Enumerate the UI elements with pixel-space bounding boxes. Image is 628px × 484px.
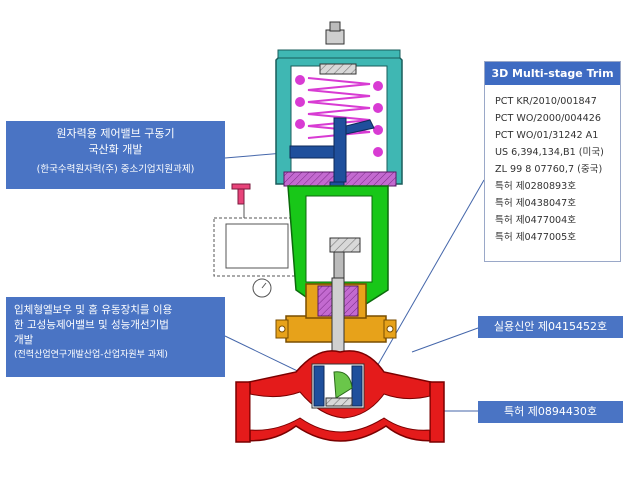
- callout-actuator-line3: (한국수력원자력(주) 중소기업지원과제): [36, 164, 195, 175]
- callout-bellows-line1: 입체형엘보우 및 홈 유동장치를 이용: [14, 304, 173, 316]
- eye-bolt: [325, 21, 345, 45]
- trim-patent-item: PCT WO/01/31242 A1: [495, 130, 599, 141]
- trim-patent-list: PCT KR/2010/001847 PCT WO/2000/004426 PC…: [485, 85, 620, 246]
- callout-bellows-line3: 개발: [14, 334, 34, 346]
- positioner: [213, 183, 299, 298]
- callout-bellows-line4: (전력산업연구개발산업-산업자원부 과제): [14, 350, 168, 360]
- trim-patent-item: US 6,394,134,B1 (미국): [495, 147, 604, 158]
- callout-bellows-line2: 한 고성능제어밸브 및 성능개선기법: [14, 319, 169, 331]
- callout-actuator-line1: 원자력용 제어밸브 구동기: [56, 127, 175, 140]
- callout-patent: 특허 제0894430호: [478, 401, 623, 423]
- trim-patent-item: PCT KR/2010/001847: [495, 96, 597, 107]
- trim-patent-box: 3D Multi-stage Trim PCT KR/2010/001847 P…: [484, 61, 621, 262]
- multi-stage-trim: [311, 363, 365, 409]
- trim-patent-item: 특허 제0280893호: [495, 181, 577, 192]
- trim-patent-item: 특허 제0438047호: [495, 198, 577, 209]
- callout-utility-model: 실용신안 제0415452호: [478, 316, 623, 338]
- callout-actuator-line2: 국산화 개발: [88, 143, 143, 156]
- trim-patent-item: PCT WO/2000/004426: [495, 113, 601, 124]
- trim-patent-item: 특허 제0477004호: [495, 215, 577, 226]
- trim-patent-item: 특허 제0477005호: [495, 232, 577, 243]
- callout-bellows-development: 입체형엘보우 및 홈 유동장치를 이용 한 고성능제어밸브 및 성능개선기법 개…: [6, 297, 225, 377]
- trim-title: 3D Multi-stage Trim: [485, 62, 620, 85]
- actuator-spring: [295, 63, 383, 157]
- callout-actuator-localization: 원자력용 제어밸브 구동기 국산화 개발 (한국수력원자력(주) 중소기업지원과…: [6, 121, 225, 189]
- trim-patent-item: ZL 99 8 07760,7 (중국): [495, 164, 603, 175]
- flange-bolts: [275, 319, 397, 339]
